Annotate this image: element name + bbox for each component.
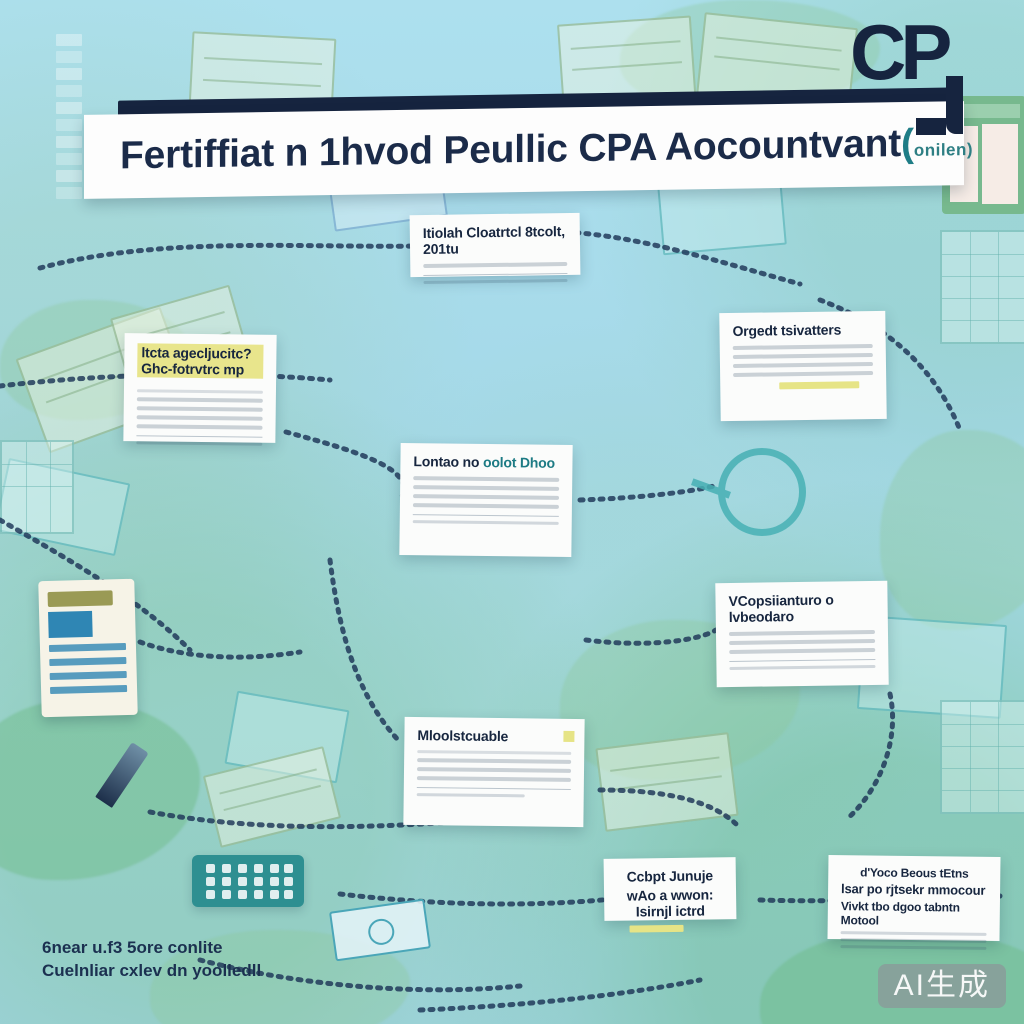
card-body-line — [136, 424, 263, 430]
document-illustration — [38, 578, 138, 718]
card-rule — [729, 658, 876, 663]
card-heading: Orgedt tsivatters — [732, 321, 842, 339]
card-body-line — [413, 485, 560, 491]
card-body-line — [136, 406, 263, 412]
card-body-line — [732, 362, 874, 368]
cp-logo: CP — [850, 8, 980, 135]
page-title-text: Fertiffiat n 1hvod Peullic CPA Aocountva… — [120, 122, 902, 178]
card-body-line — [413, 476, 560, 482]
card-body-line — [732, 344, 873, 350]
card-heading: Ccbpt Junuje — [626, 867, 714, 885]
card-rule — [412, 514, 559, 517]
card-body-line — [417, 750, 572, 755]
card-body-line — [729, 647, 876, 655]
calculator-illustration — [192, 855, 304, 907]
card-body-line — [729, 638, 876, 646]
info-card[interactable]: d'Yoco Beous tEtns lsar po rjtsekr mmoco… — [827, 854, 1001, 950]
card-rule — [416, 787, 571, 790]
card-body-line — [417, 758, 572, 764]
card-marker-square — [563, 730, 575, 742]
green-blob — [880, 430, 1024, 630]
card-highlight — [629, 924, 684, 933]
green-signboard-illustration — [942, 96, 1024, 214]
card-body-line — [416, 776, 571, 782]
card-body-line — [136, 397, 263, 403]
page-title: Fertiffiat n 1hvod Peullic CPA Aocountva… — [120, 121, 973, 178]
card-heading-line2: wAo a wwon: Isirnjl ictrd — [626, 886, 714, 920]
card-heading: d'Yoco Beous tEtns — [860, 865, 969, 881]
card-body-line — [728, 629, 876, 637]
card-rule — [136, 435, 263, 438]
card-body-line — [732, 353, 873, 359]
card-heading: VCopsiianturo o lvbeodaro — [728, 591, 834, 626]
cp-logo-text: CP — [850, 8, 952, 96]
card-caption-line — [840, 931, 987, 936]
card-body-line — [136, 415, 263, 421]
card-body-line — [413, 494, 560, 500]
info-card[interactable]: Ccbpt Junuje wAo a wwon: Isirnjl ictrd — [603, 857, 737, 933]
card-heading-part2: oolot Dhoo — [482, 453, 555, 471]
card-body-line — [136, 389, 263, 394]
info-card[interactable]: Itiolah Cloatrtcl 8tcolt, 201tu — [409, 212, 581, 285]
card-heading: Mloolstcuable — [417, 727, 509, 745]
title-ribbon-content: Fertiffiat n 1hvod Peullic CPA Aocountva… — [84, 101, 973, 199]
card-heading: ltcta agecljucitc? Ghc-fotrvtrc mp — [137, 343, 264, 379]
bottom-caption-line1: 6near u.f3 5ore conlite — [42, 938, 223, 957]
card-heading: Itiolah Cloatrtcl 8tcolt, 201tu — [422, 223, 565, 258]
card-heading-line3: Vivkt tbo dgoo tabntn Motool — [840, 899, 960, 928]
card-caption-line — [412, 520, 559, 525]
magnifier-icon — [718, 448, 806, 536]
page-title-sub: onilen) — [913, 139, 974, 160]
sketch-table — [940, 230, 1024, 344]
vertical-text-strip — [56, 34, 82, 202]
card-highlight — [779, 381, 860, 390]
cp-logo-tail — [916, 76, 963, 135]
info-card[interactable]: ltcta agecljucitc? Ghc-fotrvtrc mp — [123, 333, 277, 446]
card-heading-line2: lsar po rjtsekr mmocour — [841, 881, 986, 898]
card-heading: Lontao no oolot Dhoo — [413, 453, 559, 471]
card-body-line — [412, 503, 559, 509]
ai-watermark: AI生成 — [877, 964, 1006, 1008]
bottom-caption: 6near u.f3 5ore conlite Cuelnliar cxlev … — [42, 936, 322, 982]
bottom-caption-line2: Cuelnliar cxlev dn yoolledll — [42, 961, 262, 980]
card-body-line — [733, 371, 874, 377]
info-card[interactable]: VCopsiianturo o lvbeodaro — [715, 580, 889, 688]
card-caption-line — [416, 793, 525, 798]
info-card[interactable]: Lontao no oolot Dhoo — [399, 442, 573, 558]
sketch-table — [940, 700, 1024, 814]
card-body-line — [423, 261, 568, 269]
info-card[interactable]: Mloolstcuable — [403, 716, 585, 828]
sketch-table — [0, 440, 74, 534]
card-caption-line — [729, 664, 876, 671]
card-body-line — [417, 767, 572, 773]
info-card[interactable]: Orgedt tsivatters — [719, 310, 887, 422]
card-heading-part1: Lontao no — [413, 453, 480, 470]
